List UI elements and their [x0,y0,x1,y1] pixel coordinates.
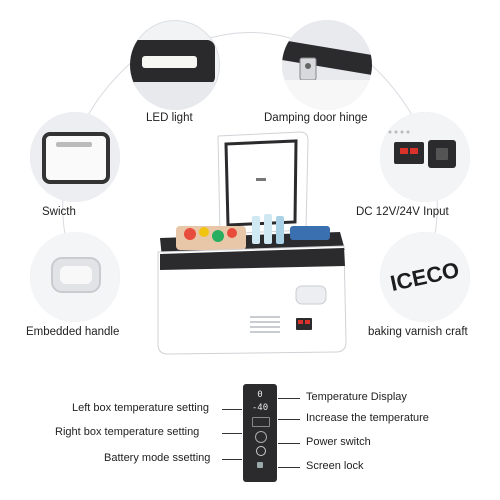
cooler-image [157,131,347,355]
embedded-handle-label: Embedded handle [26,326,120,338]
leader-line [278,398,300,399]
leader-line [222,409,242,410]
screen-lock-label: Screen lock [306,460,364,472]
power-switch-label: Power switch [306,436,371,448]
switch-label: Swicth [42,206,76,218]
led-light-image [130,40,215,110]
led-light-label: LED light [146,112,193,124]
power-icon[interactable] [256,446,266,456]
increase-button[interactable] [255,431,267,443]
display-top: 0 [257,390,263,400]
leader-line [222,459,242,460]
dc-input-label: DC 12V/24V Input [356,206,449,218]
damping-hinge-label: Damping door hinge [264,112,368,124]
switch-circle [30,112,120,202]
increase-temperature-label: Increase the temperature [306,412,429,424]
varnish-image [380,232,470,322]
left-box-temp-label: Left box temperature setting [72,402,209,414]
display-bottom: -40 [251,403,269,413]
dc-input-image [380,112,470,202]
baking-varnish-label: baking varnish craft [368,326,468,338]
dc-input-circle [380,112,470,202]
left-box-button[interactable] [252,417,270,427]
varnish-circle: ICECO [380,232,470,322]
leader-line [278,467,300,468]
handle-circle [30,232,120,322]
temperature-display-label: Temperature Display [306,391,407,403]
switch-image [30,112,120,202]
leader-line [278,419,300,420]
led-light-circle [130,20,220,110]
damping-hinge-circle [282,20,372,110]
control-panel: 0 -40 [243,384,277,482]
leader-line [278,443,300,444]
battery-mode-label: Battery mode ssetting [104,452,211,464]
right-box-temp-label: Right box temperature setting [55,426,200,438]
handle-image [30,232,120,322]
lock-icon[interactable] [257,462,263,468]
leader-line [222,433,242,434]
hinge-image [282,20,372,110]
